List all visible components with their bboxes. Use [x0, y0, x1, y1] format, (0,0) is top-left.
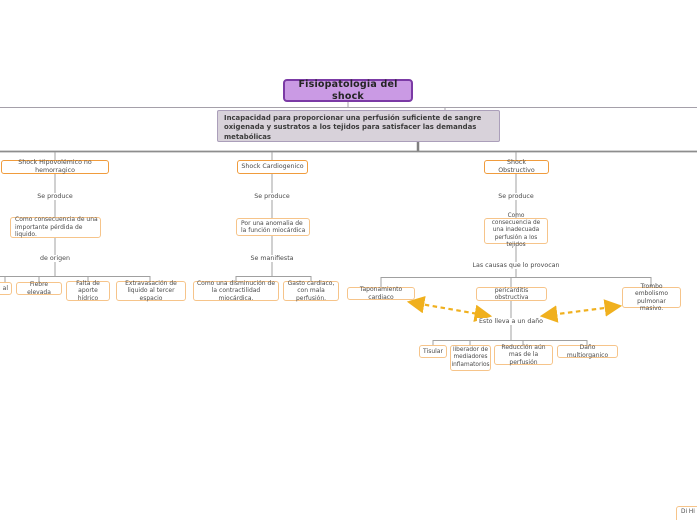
node-gasto-cardiaco[interactable]: Gasto cardiaco, con mala perfusión. — [283, 280, 339, 302]
link-label-se-produce-1[interactable]: Se produce — [35, 193, 75, 200]
definition-node[interactable]: Incapacidad para proporcionar una perfus… — [217, 110, 500, 142]
node-cutoff-left[interactable]: al — [0, 282, 12, 295]
node-disminucion-contractilidad[interactable]: Como una disminución de la contractilida… — [193, 280, 279, 302]
node-anomalia-miocardica[interactable]: Por una anomalia de la función miocárdic… — [236, 218, 310, 236]
node-dano-multiorganico[interactable]: Daño multiorganico — [557, 344, 618, 359]
node-shock-hipovolemico[interactable]: Shock Hipovolémico no hemorragico — [1, 159, 109, 174]
node-inadecuada-perfusion[interactable]: Como consecuencia de una inadecuada perf… — [484, 213, 548, 248]
node-cutoff-bottom-right[interactable]: Di Hi — [676, 506, 697, 520]
link-label-se-produce-2[interactable]: Se produce — [252, 193, 292, 200]
link-label-se-produce-3[interactable]: Se produce — [496, 193, 536, 200]
node-shock-cardiogenico[interactable]: Shock Cardiogenico — [237, 160, 308, 174]
node-extravasacion[interactable]: Extravasación de liquido al tercer espac… — [116, 280, 186, 302]
node-shock-obstructivo[interactable]: Shock Obstructivo — [484, 159, 549, 174]
node-reduccion-perfusion[interactable]: Reducción aún mas de la perfusión — [494, 344, 553, 366]
node-tisular[interactable]: Tisular — [419, 345, 447, 358]
root-title-node[interactable]: Fisiopatologia del shock — [283, 79, 413, 102]
node-fiebre-elevada[interactable]: Fiebre elevada — [16, 281, 62, 296]
branch-connectors — [0, 152, 652, 345]
node-falta-aporte-hidrico[interactable]: Falta de aporte hídrico — [66, 280, 110, 302]
node-perdida-liquido[interactable]: Como consecuencia de una importante pérd… — [10, 216, 101, 238]
link-label-de-origen[interactable]: de origen — [38, 255, 72, 262]
node-mediadores-inflamatorios[interactable]: liberador de mediadores inflamatorios — [450, 345, 491, 371]
cross-link-arrows — [406, 295, 623, 323]
link-label-se-manifiesta[interactable]: Se manifiesta — [248, 255, 296, 262]
trunk-connectors — [0, 142, 697, 153]
node-pericarditis-obstructiva[interactable]: pericarditis obstructiva — [476, 287, 547, 301]
node-taponamiento-cardiaco[interactable]: Taponamiento cardiaco — [347, 286, 415, 301]
link-label-esto-lleva-dano[interactable]: Esto lleva a un daño — [476, 318, 546, 325]
node-tromboembolismo[interactable]: Trombo embolismo pulmonar masivo. — [622, 283, 681, 312]
link-label-causas-provocan[interactable]: Las causas que lo provocan — [470, 262, 562, 269]
